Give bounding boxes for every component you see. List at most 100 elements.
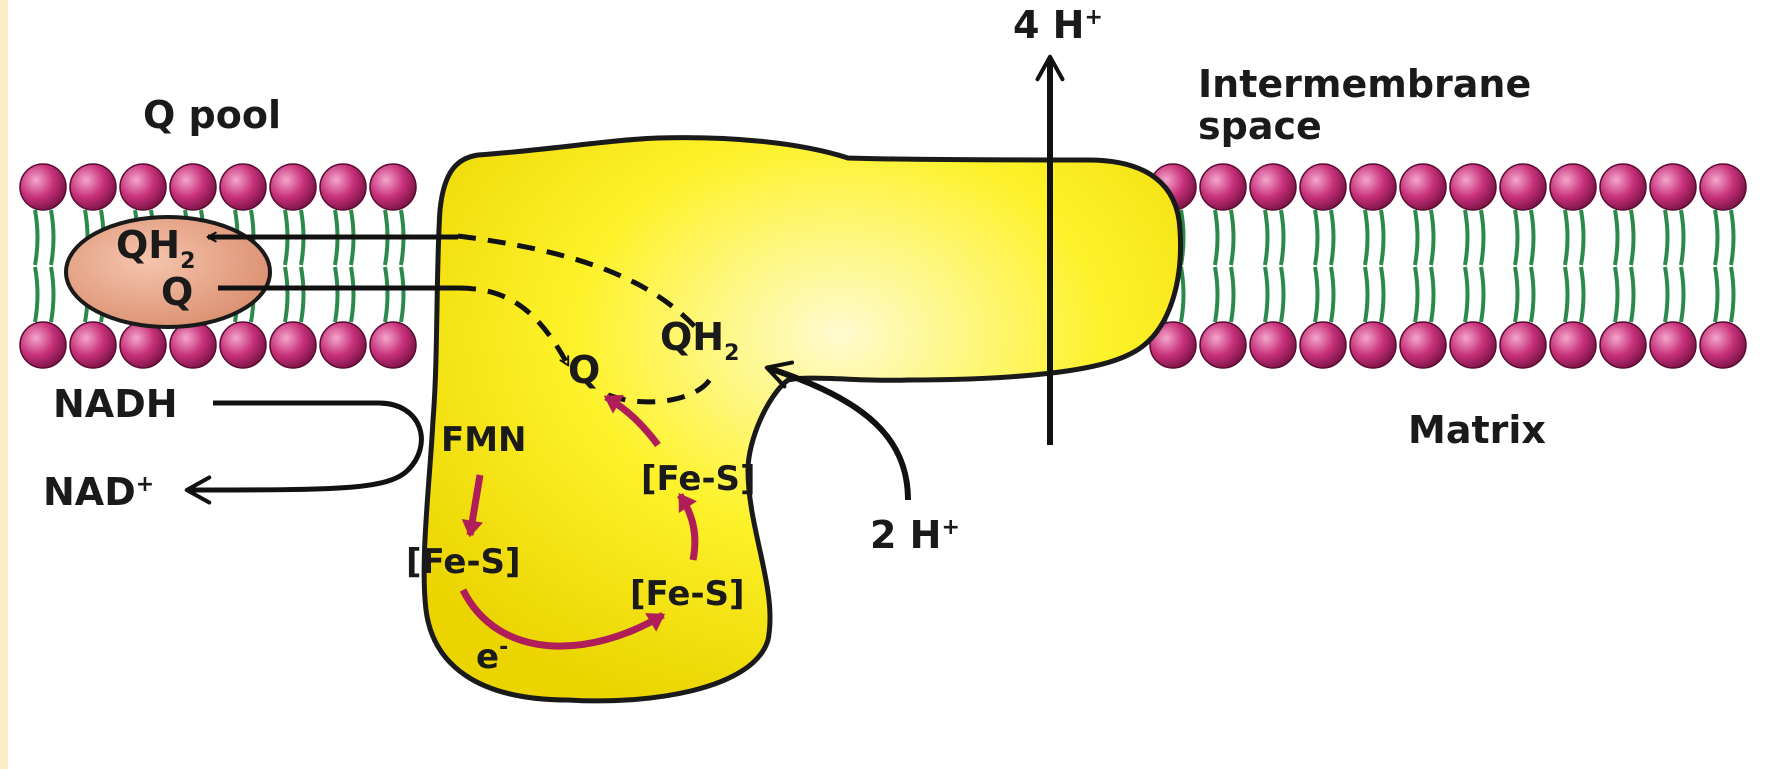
lipid-tail — [1565, 210, 1568, 265]
lipid-head-1 — [20, 322, 66, 368]
lipid-head-22 — [1300, 164, 1346, 210]
lipid-head-37 — [1650, 322, 1696, 368]
lipid-tail — [1431, 267, 1434, 322]
lipid-tail — [1715, 267, 1718, 322]
lipid-tail — [1581, 210, 1584, 265]
lipid-tail — [1415, 210, 1418, 265]
lipid-tail — [1331, 267, 1334, 322]
lipid-tail — [1315, 210, 1318, 265]
lipid-head-19 — [1200, 322, 1246, 368]
lipid-head-2 — [70, 164, 116, 210]
lipid-head-15 — [370, 322, 416, 368]
lipid-tail — [1631, 267, 1634, 322]
lipid-tail — [1331, 210, 1334, 265]
arrow-2h-uptake — [768, 368, 908, 500]
lipid-tail — [1681, 210, 1684, 265]
lipid-tail — [401, 267, 404, 322]
lipid-head-35 — [1600, 322, 1646, 368]
lipid-head-21 — [1250, 322, 1296, 368]
label-matrix: Matrix — [1408, 408, 1546, 452]
lipid-tail — [1381, 267, 1384, 322]
lipid-tail — [1415, 267, 1418, 322]
label-q-pool: Q pool — [143, 93, 281, 137]
lipid-head-11 — [270, 322, 316, 368]
lipid-tail — [35, 210, 38, 265]
lipid-head-7 — [170, 322, 216, 368]
label-4h: 4 H+ — [1013, 3, 1103, 47]
lipid-tail — [1681, 267, 1684, 322]
label-fes-3: [Fe-S] — [641, 459, 756, 499]
lipid-tail — [1231, 267, 1234, 322]
lipid-tail — [1231, 210, 1234, 265]
lipid-head-0 — [20, 164, 66, 210]
lipid-tail — [1381, 210, 1384, 265]
lipid-tail — [35, 267, 38, 322]
lipid-head-20 — [1250, 164, 1296, 210]
lipid-head-31 — [1500, 322, 1546, 368]
label-q-pool-mol: Q — [161, 270, 193, 314]
lipid-tail — [1615, 210, 1618, 265]
lipid-tail — [1715, 210, 1718, 265]
lipid-tail — [1531, 267, 1534, 322]
lipid-head-9 — [220, 322, 266, 368]
label-fmn: FMN — [441, 420, 527, 460]
lipid-head-3 — [70, 322, 116, 368]
lipid-tail — [1665, 210, 1668, 265]
lipid-tail — [285, 267, 288, 322]
lipid-head-34 — [1600, 164, 1646, 210]
lipid-tail — [1215, 210, 1218, 265]
lipid-tail — [1631, 210, 1634, 265]
lipid-tail — [1731, 267, 1734, 322]
lipid-tail — [1465, 267, 1468, 322]
lipid-tail — [1265, 210, 1268, 265]
label-nadh: NADH — [53, 382, 178, 426]
label-nad: NAD+ — [43, 470, 154, 514]
lipid-tail — [1731, 210, 1734, 265]
lipid-tail — [335, 267, 338, 322]
lipid-head-39 — [1700, 322, 1746, 368]
lipid-head-10 — [270, 164, 316, 210]
lipid-head-25 — [1350, 322, 1396, 368]
lipid-head-14 — [370, 164, 416, 210]
lipid-tail — [1581, 267, 1584, 322]
label-q-site: Q — [568, 348, 600, 392]
lipid-head-30 — [1500, 164, 1546, 210]
lipid-tail — [1565, 267, 1568, 322]
lipid-head-38 — [1700, 164, 1746, 210]
lipid-head-28 — [1450, 164, 1496, 210]
complex-i-diagram: Q pool Intermembrane space Matrix 4 H+ 2… — [8, 0, 1769, 769]
lipid-head-32 — [1550, 164, 1596, 210]
lipid-head-33 — [1550, 322, 1596, 368]
lipid-tail — [1481, 267, 1484, 322]
label-space: space — [1198, 104, 1322, 148]
lipid-head-12 — [320, 164, 366, 210]
label-intermembrane: Intermembrane — [1198, 62, 1531, 106]
lipid-tail — [1465, 210, 1468, 265]
lipid-tail — [1615, 267, 1618, 322]
lipid-tail — [1315, 267, 1318, 322]
diagram-canvas: Q pool Intermembrane space Matrix 4 H+ 2… — [8, 0, 1769, 769]
lipid-head-5 — [120, 322, 166, 368]
lipid-head-23 — [1300, 322, 1346, 368]
lipid-tail — [1281, 267, 1284, 322]
lipid-head-29 — [1450, 322, 1496, 368]
label-fes-2: [Fe-S] — [630, 574, 745, 614]
lipid-tail — [1365, 210, 1368, 265]
lipid-tail — [351, 267, 354, 322]
lipid-tail — [1481, 210, 1484, 265]
lipid-head-13 — [320, 322, 366, 368]
lipid-head-8 — [220, 164, 266, 210]
lipid-head-36 — [1650, 164, 1696, 210]
lipid-tail — [1515, 210, 1518, 265]
lipid-tail — [51, 210, 54, 265]
lipid-tail — [1281, 210, 1284, 265]
lipid-tail — [1365, 267, 1368, 322]
lipid-tail — [1215, 267, 1218, 322]
lipid-tail — [51, 267, 54, 322]
lipid-head-4 — [120, 164, 166, 210]
arrow-nadh-to-nad — [188, 403, 421, 490]
lipid-tail — [1181, 267, 1184, 322]
label-2h: 2 H+ — [870, 513, 960, 557]
lipid-tail — [385, 267, 388, 322]
lipid-tail — [1665, 267, 1668, 322]
